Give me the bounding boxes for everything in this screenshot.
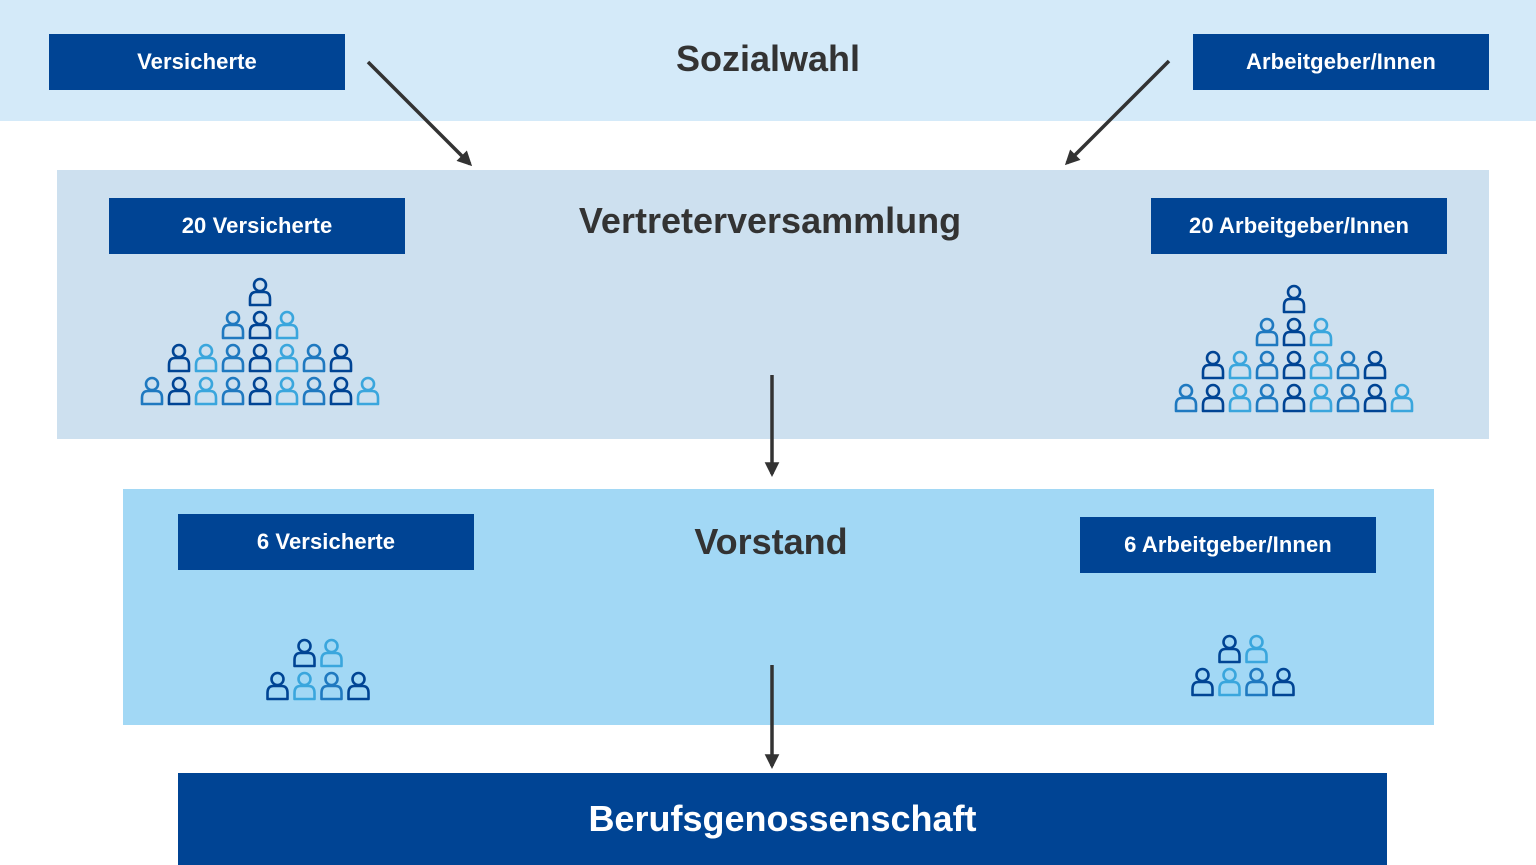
person-icon (1363, 350, 1387, 380)
vv-versicherte-tag: 20 Versicherte (109, 198, 405, 254)
person-icon (329, 343, 353, 373)
person-icon (1174, 383, 1198, 413)
person-icon (1245, 667, 1268, 697)
person-icon (1282, 383, 1306, 413)
person-icon (1201, 350, 1225, 380)
person-icon (293, 638, 316, 668)
person-icon (221, 343, 245, 373)
person-icon (1191, 667, 1214, 697)
person-icon (329, 376, 353, 406)
person-icon (1255, 317, 1279, 347)
vv-versicherte-people-icons (140, 277, 380, 406)
person-icon (1282, 350, 1306, 380)
vv-arbeitgeber-people-icons (1174, 284, 1414, 413)
person-icon (1218, 634, 1241, 664)
person-icon (347, 671, 370, 701)
vorstand-arbeitgeber-tag: 6 Arbeitgeber/Innen (1080, 517, 1376, 573)
person-icon (1282, 317, 1306, 347)
person-icon (356, 376, 380, 406)
person-icon (167, 376, 191, 406)
person-icon (1201, 383, 1225, 413)
person-icon (320, 638, 343, 668)
person-icon (1282, 284, 1306, 314)
berufsgenossenschaft-title: Berufsgenossenschaft (588, 798, 977, 839)
person-icon (275, 310, 299, 340)
person-icon (194, 343, 218, 373)
person-icon (1255, 350, 1279, 380)
sozialwahl-title: Sozialwahl (675, 38, 861, 79)
person-icon (293, 671, 316, 701)
berufsgenossenschaft-band: Berufsgenossenschaft (178, 773, 1387, 865)
person-icon (266, 671, 289, 701)
person-icon (248, 310, 272, 340)
person-icon (248, 277, 272, 307)
person-icon (302, 343, 326, 373)
vertreterversammlung-title: Vertreterversammlung (578, 200, 962, 241)
person-icon (1245, 634, 1268, 664)
person-icon (1255, 383, 1279, 413)
person-icon (248, 343, 272, 373)
person-icon (275, 343, 299, 373)
person-icon (221, 310, 245, 340)
person-icon (140, 376, 164, 406)
person-icon (1309, 383, 1333, 413)
person-icon (1390, 383, 1414, 413)
person-icon (1309, 350, 1333, 380)
person-icon (1218, 667, 1241, 697)
vorstand-arbeitgeber-people-icons (1191, 634, 1295, 697)
vorstand-title: Vorstand (694, 521, 848, 562)
person-icon (167, 343, 191, 373)
person-icon (275, 376, 299, 406)
person-icon (1228, 350, 1252, 380)
person-icon (302, 376, 326, 406)
person-icon (1363, 383, 1387, 413)
person-icon (1336, 350, 1360, 380)
person-icon (320, 671, 343, 701)
person-icon (221, 376, 245, 406)
person-icon (1336, 383, 1360, 413)
sozialwahl-arbeitgeber-tag: Arbeitgeber/Innen (1193, 34, 1489, 90)
vorstand-versicherte-people-icons (266, 638, 370, 701)
person-icon (1309, 317, 1333, 347)
person-icon (248, 376, 272, 406)
person-icon (1272, 667, 1295, 697)
sozialwahl-versicherte-tag: Versicherte (49, 34, 345, 90)
vorstand-versicherte-tag: 6 Versicherte (178, 514, 474, 570)
person-icon (194, 376, 218, 406)
person-icon (1228, 383, 1252, 413)
vv-arbeitgeber-tag: 20 Arbeitgeber/Innen (1151, 198, 1447, 254)
